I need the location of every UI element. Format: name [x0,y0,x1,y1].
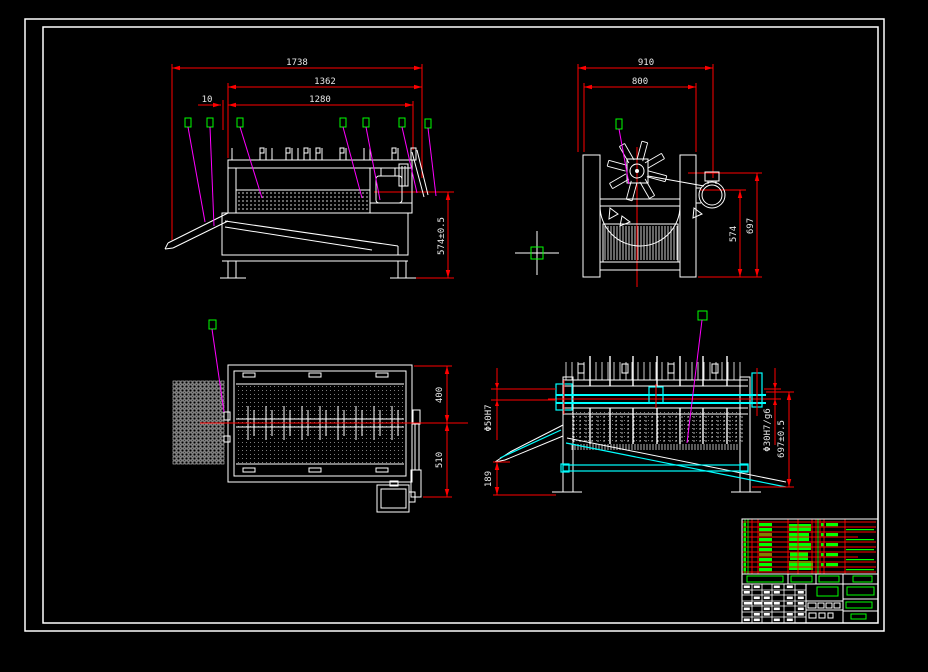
plan-dimensions [200,365,468,498]
end-elevation-view: 910 800 574 697 [577,58,762,287]
title-block [741,518,879,624]
end-machine-outline [582,140,726,278]
front-dimensions [171,64,454,279]
plan-part-balloon [208,319,225,413]
dim-plan-lower: 510 [435,452,445,468]
plan-machine-outline [172,364,422,513]
dim-end-frame: 800 [632,77,648,87]
parts-list-table [742,519,876,574]
section-shaft [548,368,770,416]
dim-end-h2: 697 [746,218,756,234]
scale-cell [850,613,867,620]
dim-front-drum: 1280 [309,95,331,105]
section-part-balloon [686,310,708,444]
dim-sect-bore-left: Φ50H7 [484,404,494,431]
end-dimensions [577,64,762,287]
end-part-balloon [615,118,630,185]
front-machine-outline [164,147,429,279]
section-machine-outline [494,356,787,493]
dim-front-overall: 1738 [286,58,308,68]
dim-sect-bore-right: Φ30H7/g6 [763,408,773,451]
section-view: Φ50H7 189 Φ30H7/g6 697±0.5 [484,310,794,496]
dim-plan-upper: 400 [435,387,445,403]
plan-view: 400 510 [172,319,468,513]
drawing-number-cell [846,586,875,596]
front-elevation-view: 1738 1362 1280 10 574±0.5 [164,58,454,279]
title-cell [845,601,873,609]
section-grate-teeth [573,416,743,442]
title-block-stamp [816,586,839,597]
section-concave-dots [572,412,741,441]
title-block-grid [742,584,806,623]
dim-end-h1: 574 [729,226,739,242]
dim-front-offset: 10 [202,95,213,105]
parts-list-header-cell [746,575,784,583]
parts-list-header-cell [852,575,873,583]
dim-end-overall: 910 [638,58,654,68]
front-part-balloons [184,117,437,227]
section-dimensions [491,368,794,496]
parts-list-header-cell [818,575,840,583]
parts-list-header-cell [790,575,813,583]
dim-front-height: 574±0.5 [437,217,447,255]
front-comb-teeth [231,147,399,160]
front-drum-teeth [238,192,368,211]
motor-circle [698,181,726,209]
section-bottom-comb [571,444,741,450]
dim-front-body: 1362 [314,77,336,87]
dim-sect-drop: 189 [484,471,494,487]
fan-impeller-blades [606,140,668,202]
crosshair-cursor [515,231,559,275]
dim-sect-height: 697±0.5 [777,420,787,458]
end-grate-bars [604,226,678,260]
section-top-teeth [565,356,741,444]
sheet-frame [24,18,885,632]
